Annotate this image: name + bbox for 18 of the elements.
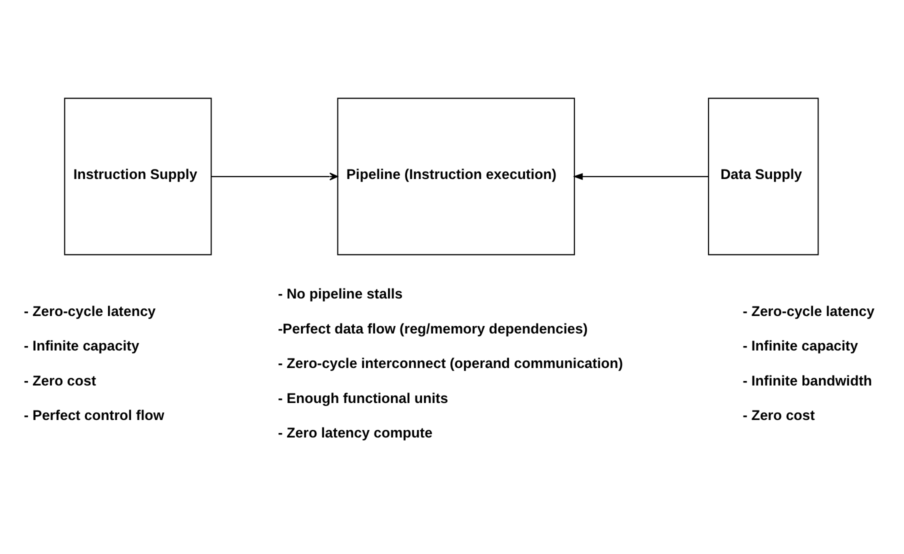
node-label: - Zero-cycle latency [742,302,874,318]
node-label: - Zero-cycle latency [24,302,156,318]
node-label: - No pipeline stalls [278,285,403,302]
node-label: - Zero cost [742,406,815,423]
node-label: - Enough functional units [278,389,448,406]
node-label: - Zero cost [24,372,96,388]
node-box: Pipeline (Instruction execution) [337,97,575,255]
node-label: - Infinite bandwidth [742,372,872,388]
arrow [211,172,338,180]
node-box: Data Supply [708,97,819,255]
arrow [572,172,708,180]
node-label: - Infinite capacity [742,337,858,354]
node-label: - Zero latency compute [278,424,432,440]
node-label: - Zero-cycle interconnect (operand communication) [278,354,623,371]
node-box: Instruction Supply [64,97,212,255]
node-label: - Perfect control flow [24,406,164,423]
node-label: -Perfect data flow (reg/memory dependencies) [278,320,588,336]
node-label: - Infinite capacity [24,337,140,354]
